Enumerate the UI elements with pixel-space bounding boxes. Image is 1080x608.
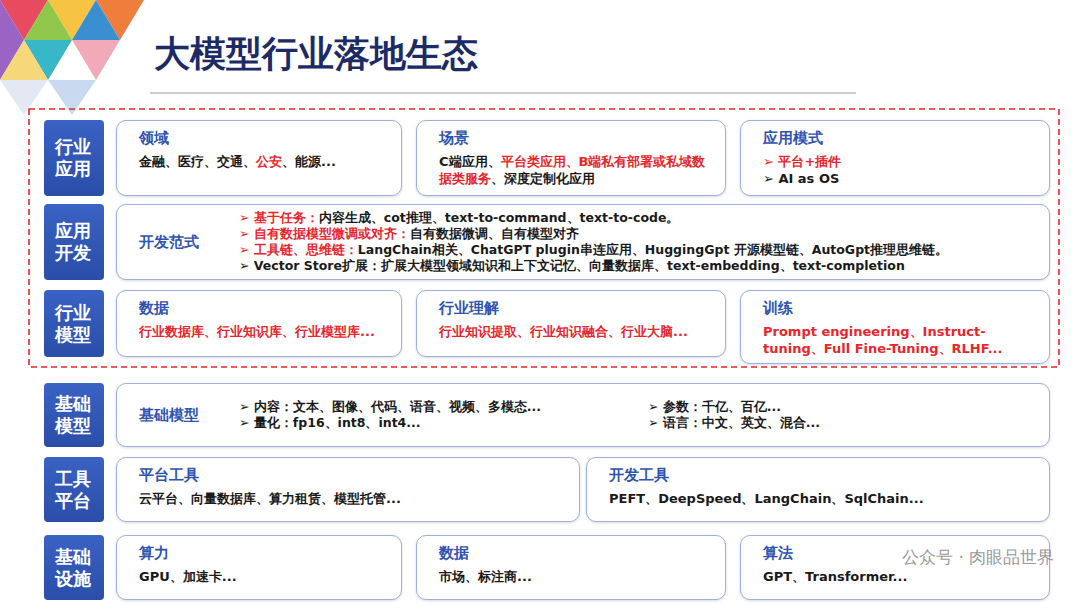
- box-heading: 数据: [139, 299, 389, 318]
- bullet-list: ➢ 基于任务：内容生成、cot推理、text-to-command、text-t…: [239, 210, 1037, 274]
- algorithm-box: 算法GPT、Transformer...: [740, 535, 1050, 600]
- highlight-run: 行业知识提取、行业知识融合、行业大脑...: [439, 324, 688, 339]
- highlight-run: 行业数据库、行业知识库、行业模型库...: [139, 324, 375, 339]
- infra-data-box: 数据市场、标注商...: [416, 535, 726, 600]
- box-body: C端应用、平台类应用、B端私有部署或私域数据类服务、深度定制化应用: [439, 153, 713, 187]
- box-heading: 领域: [139, 129, 389, 148]
- box-body: GPT、Transformer...: [763, 568, 1037, 585]
- box-heading: 数据: [439, 544, 713, 563]
- highlight-run: ➢ 工具链、思维链：: [239, 242, 358, 257]
- text-run: 自有数据微调、自有模型对齐: [410, 226, 579, 241]
- row-label: 工具平台: [44, 457, 104, 522]
- box-body: 金融、医疗、交通、公安、能源...: [139, 153, 389, 170]
- row-label-text: 行业模型: [55, 302, 93, 345]
- text-run: 内容生成、cot推理、text-to-command、text-to-code。: [319, 210, 680, 225]
- deco-triangle: [0, 40, 48, 80]
- base-model-box: 基础模型➢ 内容：文本、图像、代码、语音、视频、多模态... ➢ 参数：千亿、百亿…: [116, 383, 1050, 447]
- text-run: LangChain相关、ChatGPT plugin串连应用、HuggingGp…: [358, 242, 948, 257]
- box-heading: 开发工具: [609, 466, 1037, 485]
- industry-understanding-box: 行业理解行业知识提取、行业知识融合、行业大脑...: [416, 290, 726, 357]
- dev-paradigm-box: 开发范式➢ 基于任务：内容生成、cot推理、text-to-command、te…: [116, 204, 1050, 280]
- page-title: 大模型行业落地生态: [154, 30, 478, 79]
- row-label-text: 基础模型: [55, 393, 93, 436]
- box-body: Prompt engineering、Instruct-tuning、Full …: [763, 323, 1037, 357]
- box-body: GPU、加速卡...: [139, 568, 389, 585]
- box-heading: 场景: [439, 129, 713, 148]
- box-heading: 行业理解: [439, 299, 713, 318]
- box-body: 行业数据库、行业知识库、行业模型库...: [139, 323, 389, 340]
- box-body: ➢ 语言：中文、英文、混合...: [648, 415, 1037, 431]
- box-body: ➢ 内容：文本、图像、代码、语音、视频、多模态...: [239, 399, 628, 415]
- highlight-run: 公安: [256, 154, 282, 169]
- title-rule: [150, 93, 856, 94]
- scenario-box: 场景 C端应用、平台类应用、B端私有部署或私域数据类服务、深度定制化应用: [416, 120, 726, 196]
- box-body: PEFT、DeepSpeed、LangChain、SqlChain...: [609, 490, 1037, 507]
- highlight-run: Prompt engineering、Instruct-tuning、Full …: [763, 324, 1002, 356]
- text-run: 、深度定制化应用: [491, 171, 595, 186]
- deco-triangle: [72, 40, 120, 80]
- box-body: 云平台、向量数据库、算力租赁、模型托管...: [139, 490, 567, 507]
- highlight-run: ➢ 平台+插件: [763, 154, 841, 169]
- dev-tools-box: 开发工具 PEFT、DeepSpeed、LangChain、SqlChain...: [586, 457, 1050, 522]
- box-heading: 开发范式: [139, 233, 239, 252]
- text-run: 、能源...: [282, 154, 336, 169]
- row-label-text: 工具平台: [55, 468, 93, 511]
- box-heading: 应用模式: [763, 129, 1037, 148]
- highlight-run: ➢ 自有数据模型微调或对齐：: [239, 226, 410, 241]
- box-body: ➢ 参数：千亿、百亿...: [648, 399, 1037, 415]
- box-body: ➢ 量化：fp16、int8、int4...: [239, 415, 628, 431]
- box-body: ➢ AI as OS: [763, 170, 1037, 187]
- box-body: ➢ 基于任务：内容生成、cot推理、text-to-command、text-t…: [239, 210, 1037, 226]
- box-body: ➢ 工具链、思维链：LangChain相关、ChatGPT plugin串连应用…: [239, 242, 1037, 258]
- app-mode-box: 应用模式 ➢ 平台+插件➢ AI as OS: [740, 120, 1050, 196]
- highlight-run: ➢ 基于任务：: [239, 210, 319, 225]
- box-body: 行业知识提取、行业知识融合、行业大脑...: [439, 323, 713, 340]
- highlight-frame: [29, 109, 1059, 367]
- watermark: 公众号 · 肉眼品世界: [902, 546, 1054, 569]
- platform-tools-box: 平台工具云平台、向量数据库、算力租赁、模型托管...: [116, 457, 580, 522]
- row-label-text: 行业应用: [55, 136, 93, 179]
- deco-triangle: [72, 0, 120, 40]
- row-label: 基础模型: [44, 383, 104, 447]
- box-heading: 平台工具: [139, 466, 567, 485]
- domain-box: 领域金融、医疗、交通、公安、能源...: [116, 120, 402, 196]
- compute-box: 算力 GPU、加速卡...: [116, 535, 402, 600]
- row-label: 基础设施: [44, 535, 104, 600]
- data-box: 数据行业数据库、行业知识库、行业模型库...: [116, 290, 402, 357]
- box-body: ➢ 自有数据模型微调或对齐：自有数据微调、自有模型对齐: [239, 226, 1037, 242]
- row-label-text: 应用开发: [55, 220, 93, 263]
- box-body: ➢ Vector Store扩展：扩展大模型领域知识和上下文记忆、向量数据库、t…: [239, 258, 1037, 274]
- box-body: 市场、标注商...: [439, 568, 713, 585]
- deco-triangle: [24, 0, 72, 40]
- bullet-list: ➢ 内容：文本、图像、代码、语音、视频、多模态...➢ 参数：千亿、百亿...➢…: [239, 399, 1037, 431]
- box-heading: 算力: [139, 544, 389, 563]
- row-label-text: 基础设施: [55, 546, 93, 589]
- box-body: ➢ 平台+插件: [763, 153, 1037, 170]
- row-label: 应用开发: [44, 204, 104, 280]
- row-label: 行业应用: [44, 120, 104, 196]
- box-heading: 训练: [763, 299, 1037, 318]
- row-label: 行业模型: [44, 290, 104, 357]
- text-run: 金融、医疗、交通、: [139, 154, 256, 169]
- box-heading: 基础模型: [139, 406, 239, 425]
- training-box: 训练 Prompt engineering、Instruct-tuning、Ful…: [740, 290, 1050, 364]
- text-run: C端应用、: [439, 154, 501, 169]
